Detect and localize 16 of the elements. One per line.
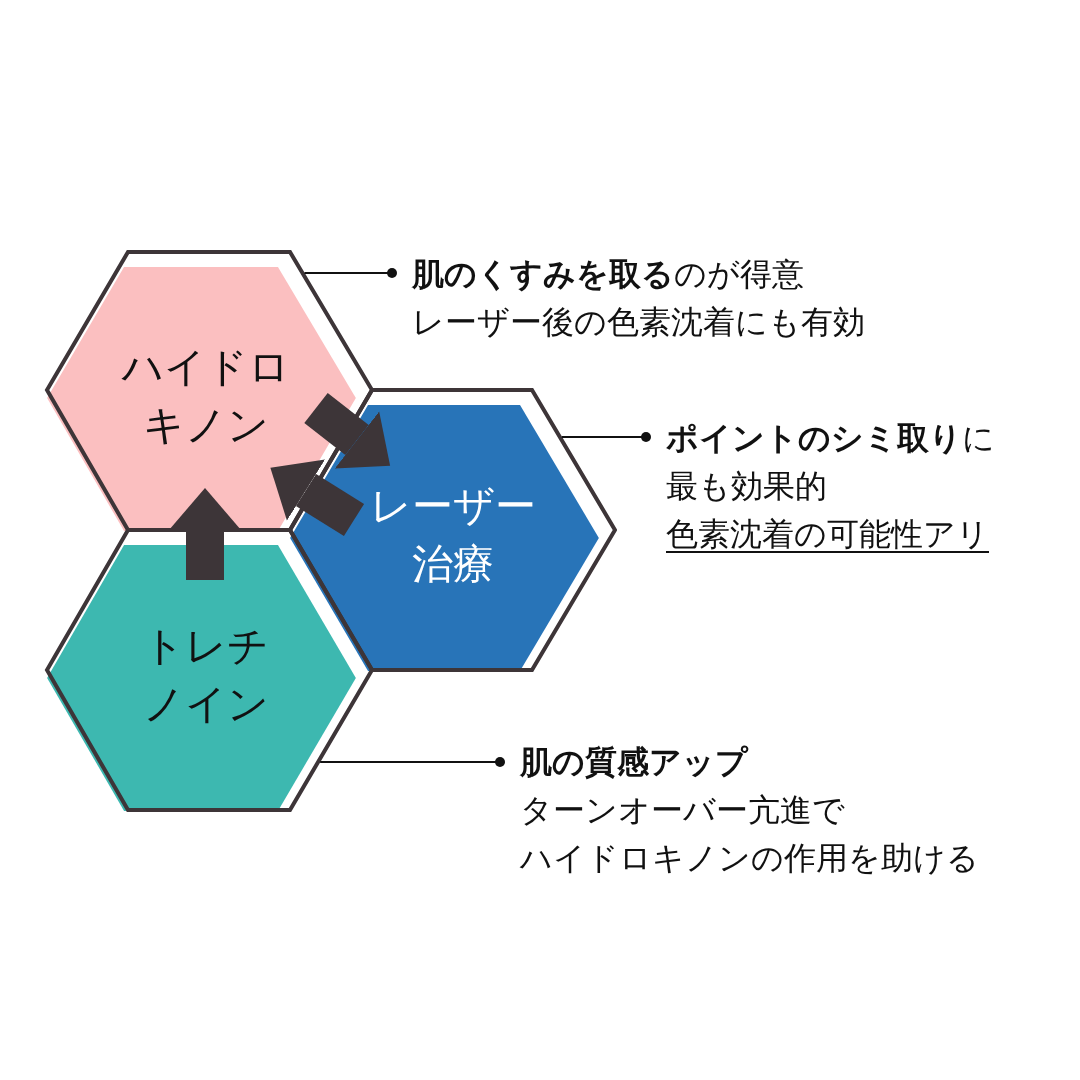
hexagon-label: レーザー治療 <box>368 481 537 590</box>
note-text: ポイントのシミ取りに <box>666 418 995 459</box>
note-text: ターンオーバー亢進で <box>520 790 846 831</box>
hexagon-label: ハイドロキノン <box>121 342 290 451</box>
block-arrow <box>169 488 241 580</box>
note-text: 色素沈着の可能性アリ <box>666 514 990 555</box>
note-text: 最も効果的 <box>666 466 828 507</box>
block-arrow <box>304 393 391 469</box>
note-text: 肌のくすみを取るのが得意 <box>412 254 805 295</box>
leader-line <box>319 757 505 767</box>
leader-line <box>303 268 397 278</box>
hexagon-label: トレチノイン <box>141 621 270 730</box>
note-text: 肌の質感アップ <box>520 742 750 783</box>
leader-line <box>560 432 651 442</box>
note-text: レーザー後の色素沈着にも有効 <box>412 302 865 343</box>
note-text: ハイドロキノンの作用を助ける <box>520 838 979 879</box>
